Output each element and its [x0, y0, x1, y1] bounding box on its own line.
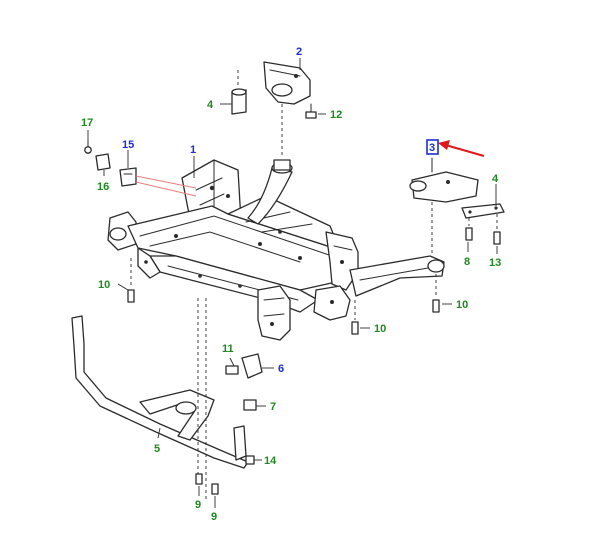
callout-labels: 1 2 3 4 4 5 6 7 8 9 9 10 10 10 11 12 13 …	[81, 46, 501, 523]
nut-part-7	[243, 399, 257, 411]
plate-part-4-right	[461, 203, 505, 219]
callout-16[interactable]: 16	[97, 181, 109, 193]
bolt-part-14	[245, 455, 255, 465]
mount-part-6	[241, 353, 263, 379]
callout-10-right[interactable]: 10	[456, 299, 468, 311]
lower-crossmember-part-5	[71, 298, 249, 500]
bracket-part-15	[119, 167, 137, 187]
pointer-arrow	[438, 140, 485, 157]
callout-11[interactable]: 11	[222, 343, 234, 355]
clip-part-16	[95, 153, 111, 171]
bolt-part-10-left	[127, 258, 135, 303]
callout-15[interactable]: 15	[122, 139, 134, 151]
callout-9-left[interactable]: 9	[195, 499, 201, 511]
callout-4-top[interactable]: 4	[207, 99, 214, 111]
arm-bracket-part-3	[409, 157, 479, 254]
callout-12[interactable]: 12	[330, 109, 342, 121]
callout-14[interactable]: 14	[264, 455, 277, 467]
bolt-part-9-right	[211, 483, 219, 495]
callout-4-right[interactable]: 4	[492, 173, 499, 185]
callout-10-center[interactable]: 10	[374, 323, 386, 335]
callout-3-highlight-box	[426, 139, 439, 155]
callout-1[interactable]: 1	[190, 144, 196, 156]
callout-13[interactable]: 13	[489, 257, 501, 269]
callout-6[interactable]: 6	[278, 363, 284, 375]
bolt-part-8	[465, 218, 473, 241]
bolt-part-13	[493, 214, 501, 245]
callout-3[interactable]: 3	[429, 142, 435, 154]
callout-2[interactable]: 2	[296, 46, 302, 58]
bolt-part-10-right	[432, 299, 440, 313]
callout-5[interactable]: 5	[154, 443, 160, 455]
subframe-part-1	[107, 159, 359, 341]
bolt-part-12	[305, 103, 317, 119]
bolt-part-9-left	[195, 473, 203, 485]
leader-lines	[87, 58, 498, 508]
bolt-part-10-center	[351, 300, 359, 335]
mount-bracket-part-2	[263, 61, 311, 158]
callout-10-left[interactable]: 10	[98, 279, 110, 291]
callout-9-right[interactable]: 9	[211, 511, 217, 523]
bolt-part-17	[84, 139, 92, 154]
bolt-part-11	[225, 365, 239, 375]
callout-8[interactable]: 8	[464, 256, 470, 268]
bushing-part-4-top	[231, 70, 247, 115]
callout-7[interactable]: 7	[270, 401, 276, 413]
lower-control-arm-right	[349, 255, 445, 297]
callout-17[interactable]: 17	[81, 117, 93, 129]
